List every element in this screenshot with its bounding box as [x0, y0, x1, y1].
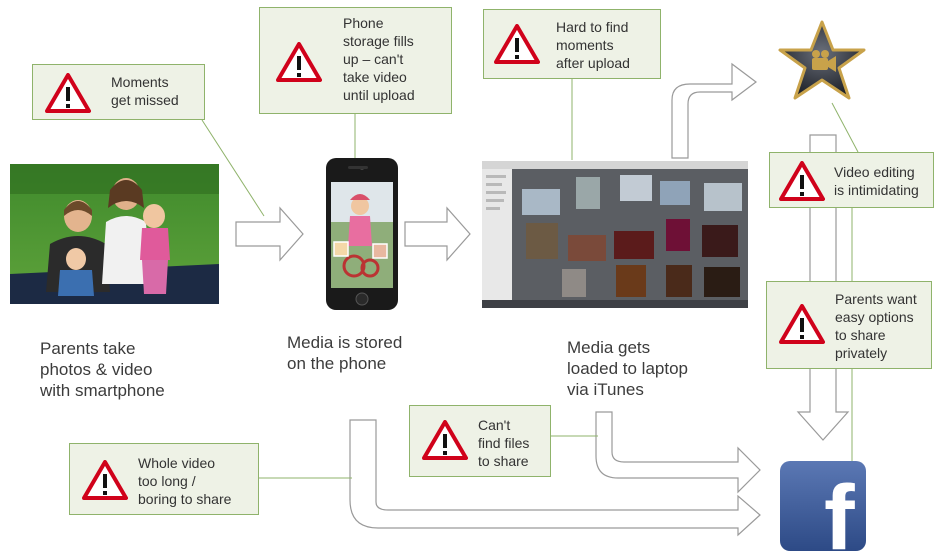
arrow-capture-to-phone — [235, 206, 304, 262]
itunes-library-image — [482, 161, 748, 308]
warning-triangle-icon — [779, 161, 825, 201]
facebook-icon: f — [780, 461, 866, 557]
arrow-laptop-to-imovie — [671, 62, 757, 159]
family-photo — [10, 164, 219, 304]
warning-triangle-icon — [82, 460, 128, 500]
facebook-glyph: f — [824, 467, 855, 551]
pain-text-cant-find-files: Can't find files to share — [478, 417, 530, 469]
pain-text-share-privately: Parents want easy options to share priva… — [835, 291, 917, 361]
pain-text-hard-to-find: Hard to find moments after upload — [556, 19, 630, 71]
caption-store: Media is stored on the phone — [287, 333, 403, 373]
arrow-laptop-to-facebook — [595, 411, 761, 494]
pain-box-share-privately: Parents want easy options to share priva… — [766, 281, 932, 369]
pain-text-video-editing: Video editing is intimidating — [834, 164, 919, 198]
warning-triangle-icon — [422, 420, 468, 460]
imovie-star-icon — [776, 20, 868, 102]
connector-moments-missed — [201, 119, 265, 217]
warning-triangle-icon — [779, 304, 825, 344]
smartphone-image — [326, 158, 398, 310]
arrow-phone-to-laptop — [404, 206, 471, 262]
pain-box-cant-find-files: Can't find files to share — [409, 405, 551, 477]
pain-box-hard-to-find: Hard to find moments after upload — [483, 9, 661, 79]
warning-triangle-icon — [494, 24, 540, 64]
warning-triangle-icon — [45, 73, 91, 113]
warning-triangle-icon — [276, 42, 322, 82]
connector-video-editing — [831, 102, 859, 153]
pain-text-moments-missed: Moments get missed — [111, 74, 179, 108]
pain-text-phone-storage: Phone storage fills up – can't take vide… — [343, 15, 415, 103]
pain-box-moments-missed: Moments get missed — [32, 64, 205, 120]
caption-upload: Media gets loaded to laptop via iTunes — [567, 338, 688, 399]
pain-box-video-editing: Video editing is intimidating — [769, 152, 934, 208]
caption-capture: Parents take photos & video with smartph… — [40, 339, 165, 400]
pain-text-whole-video: Whole video too long / boring to share — [138, 455, 232, 507]
pain-box-whole-video: Whole video too long / boring to share — [69, 443, 259, 515]
pain-box-phone-storage: Phone storage fills up – can't take vide… — [259, 7, 452, 114]
arrow-video-to-facebook — [349, 419, 761, 537]
